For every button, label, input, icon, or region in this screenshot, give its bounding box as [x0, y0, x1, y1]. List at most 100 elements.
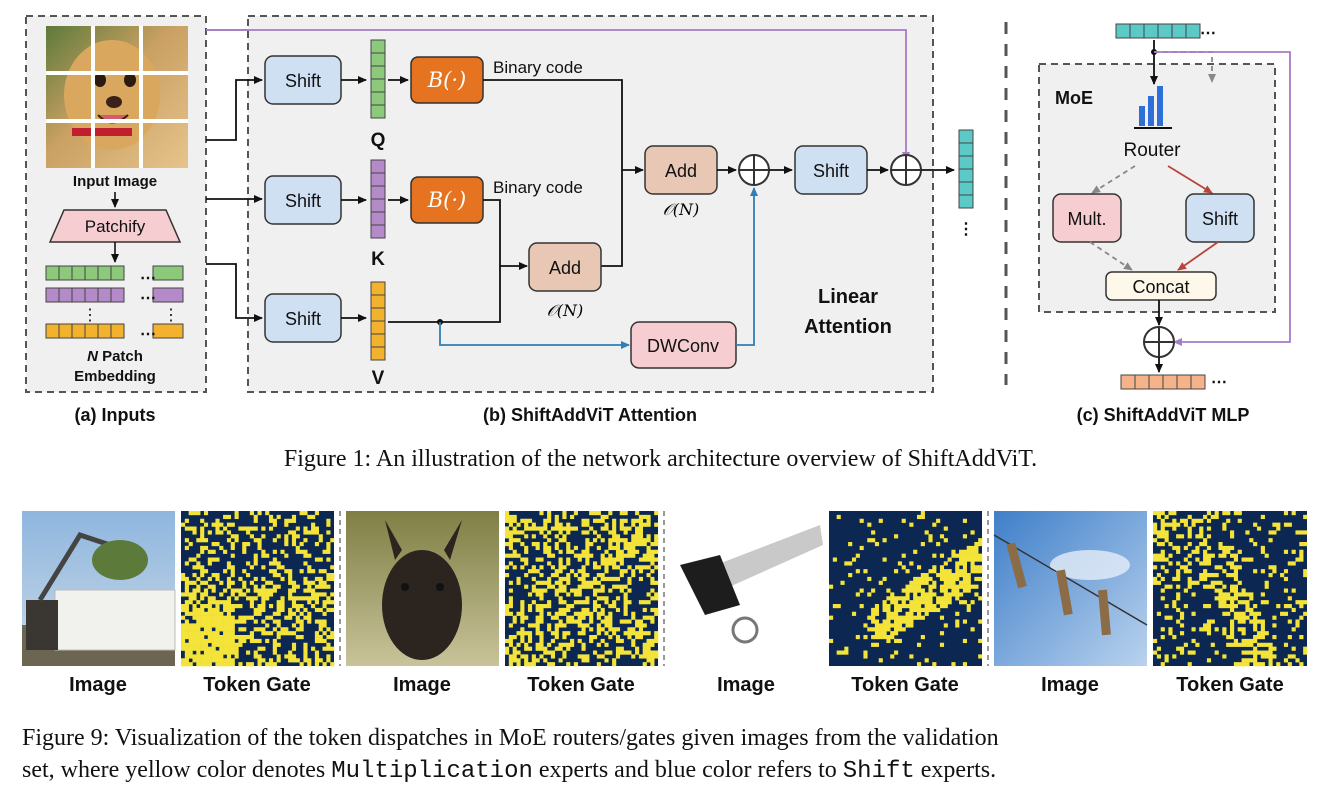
gate-cell — [631, 542, 636, 547]
gate-cell — [890, 654, 895, 659]
gate-cell — [508, 514, 513, 520]
gate-cell — [535, 542, 540, 547]
gate-cell — [242, 635, 247, 640]
gate-cell — [829, 584, 834, 589]
gate-label-4: Token Gate — [1176, 674, 1283, 696]
gate-cell — [207, 638, 212, 644]
figure9-caption: Figure 9: Visualization of the token dis… — [22, 722, 1312, 788]
gate-cell — [943, 623, 948, 628]
gate-cell — [203, 642, 209, 647]
gate-cell — [215, 576, 220, 582]
gate-cell — [1179, 650, 1185, 655]
gate-cell — [272, 627, 277, 632]
svg-text:Concat: Concat — [1132, 277, 1189, 297]
gate-cell — [531, 658, 536, 663]
shift-expert-box: Shift — [1185, 193, 1255, 243]
gate-cell — [955, 596, 960, 601]
gate-cell — [1153, 565, 1158, 570]
gate-cell — [1203, 576, 1208, 582]
gate-cell — [508, 530, 513, 535]
gate-cell — [1253, 604, 1258, 609]
gate-cell — [291, 588, 297, 593]
gate-cell — [527, 592, 533, 597]
embedding-dots-3: ⋯ — [140, 326, 156, 343]
gate-cell — [265, 553, 270, 558]
gate-cell — [562, 588, 567, 593]
gate-cell — [619, 588, 624, 593]
gate-cell — [203, 662, 209, 667]
gate-cell — [307, 584, 312, 589]
gate-cell — [318, 623, 323, 628]
gate-cell — [1299, 557, 1304, 562]
token-cell — [370, 185, 386, 200]
gate-cell — [1303, 530, 1308, 535]
gate-cell — [1164, 615, 1169, 620]
patchify-block: Patchify — [48, 209, 182, 243]
gate-cell — [928, 584, 933, 589]
gate-cell — [570, 569, 575, 574]
gate-cell — [230, 553, 235, 558]
gate-cell — [577, 588, 582, 593]
gate-cell — [913, 607, 918, 613]
gate-cell — [604, 600, 609, 605]
gate-cell — [631, 642, 636, 647]
gate-cell — [280, 549, 285, 554]
gate-cell — [181, 522, 186, 527]
gate-cell — [539, 635, 544, 640]
gate-cell — [577, 557, 582, 562]
gate-cell — [535, 619, 540, 624]
gate-cell — [230, 534, 235, 539]
gate-cell — [631, 518, 636, 523]
gate-cell — [978, 596, 983, 601]
gate-cell — [928, 592, 933, 597]
gate-cell — [596, 534, 601, 539]
gate-cell — [547, 538, 552, 543]
gate-cell — [928, 607, 933, 613]
gate-cell — [1160, 518, 1165, 523]
gate-cell — [951, 576, 956, 582]
gate-cell — [249, 604, 254, 609]
gate-cell — [1241, 557, 1246, 562]
gate-cell — [581, 646, 586, 651]
gate-cell — [577, 611, 582, 616]
gate-cell — [581, 600, 586, 605]
gate-cell — [223, 549, 228, 554]
svg-text:B(·): B(·) — [427, 188, 467, 212]
gate-cell — [886, 635, 891, 640]
gate-cell — [554, 573, 559, 578]
gate-cell — [909, 522, 914, 527]
gate-cell — [196, 511, 201, 516]
gate-cell — [1222, 553, 1227, 558]
gate-cell — [554, 611, 559, 616]
gate-cell — [932, 662, 937, 667]
gate-cell — [1264, 642, 1269, 647]
gate-cell — [188, 642, 193, 647]
token-cell — [370, 346, 386, 361]
gate-cell — [200, 615, 205, 620]
gate-cell — [627, 631, 632, 636]
gate-cell — [550, 584, 556, 589]
gate-cell — [1156, 530, 1161, 535]
gate-cell — [1187, 576, 1192, 582]
gate-cell — [223, 662, 228, 667]
gate-cell — [268, 518, 274, 523]
gate-cell — [226, 565, 232, 570]
gate-cell — [288, 588, 293, 593]
gate-cell — [242, 545, 247, 551]
gate-cell — [562, 565, 567, 570]
gate-cell — [230, 658, 235, 663]
gate-cell — [577, 619, 582, 624]
gate-cell — [276, 631, 281, 636]
gate-cell — [508, 580, 513, 585]
gate-cell — [585, 538, 590, 543]
gate-cell — [1222, 545, 1227, 551]
gate-cell — [257, 646, 262, 651]
gate-cell — [585, 658, 590, 663]
gate-cell — [1260, 662, 1265, 667]
gate-cell — [535, 607, 540, 613]
gate-cell — [203, 511, 209, 516]
gate-cell — [242, 549, 247, 554]
gate-cell — [215, 635, 220, 640]
gate-cell — [962, 549, 968, 554]
gate-cell — [905, 596, 910, 601]
